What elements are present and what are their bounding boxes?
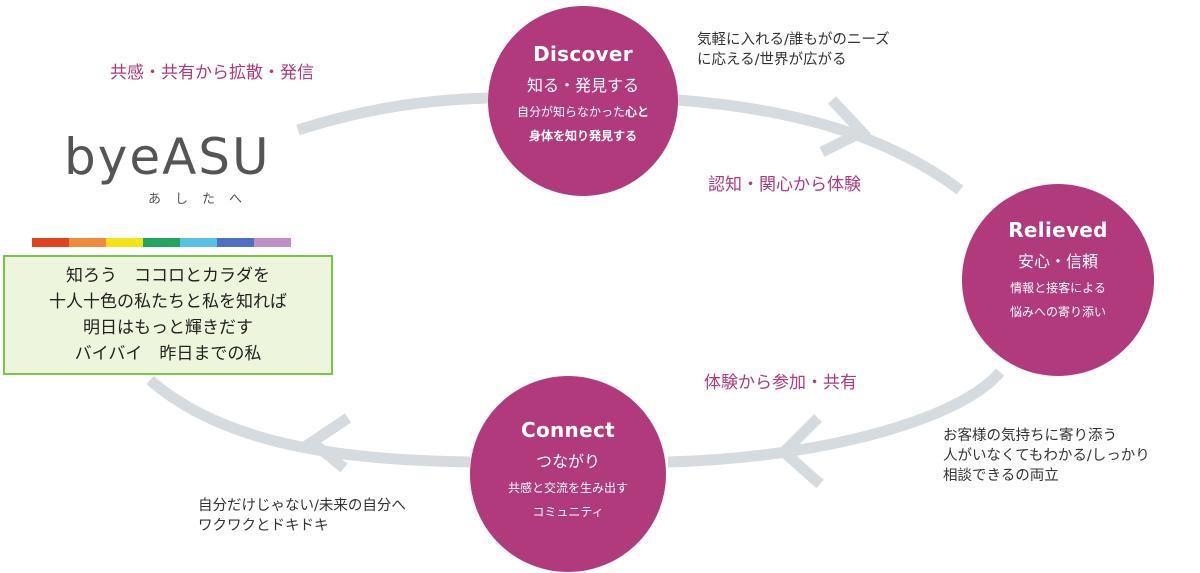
arrow-relieved-to-connect [667,368,1005,468]
message-line: 明日はもっと輝きだす [83,318,253,338]
logo-subtitle: あしたへ [148,192,257,207]
rainbow-segment [254,238,291,247]
discover-desc-plain: 自分が知らなかった [516,105,625,119]
relieved-desc-line: 情報と接客による [1010,281,1106,295]
transition-label-share: 共感・共有から拡散・発信 [110,63,314,83]
connect-desc-line: コミュニティ [532,505,604,519]
relieved-desc-line: 悩みへの寄り添い [1009,305,1106,319]
note-relieved: お客様の気持ちに寄り添う 人がいなくてもわかる/しっかり 相談できるの両立 [943,426,1150,486]
connect-title: Connect [521,418,615,442]
note-line: お客様の気持ちに寄り添う [943,428,1117,444]
arrow-discover-to-relieved [677,94,964,195]
note-discover: 気軽に入れる/誰もがのニーズ に応える/世界が広がる [697,30,890,70]
discover-circle: Discover 知る・発見する 自分が知らなかった心と 身体を知り発見する [488,6,678,196]
discover-description: 自分が知らなかった心と 身体を知り発見する [488,100,678,148]
relieved-description: 情報と接客による 悩みへの寄り添い [962,276,1154,324]
connect-description: 共感と交流を生み出す コミュニティ [470,476,666,524]
connect-circle: Connect つながり 共感と交流を生み出す コミュニティ [470,376,666,572]
arrow-head-left [302,413,352,473]
note-line: 気軽に入れる/誰もがのニーズ [697,32,890,48]
relieved-title: Relieved [1008,218,1108,242]
note-line: 自分だけじゃない/未来の自分へ [198,498,406,514]
discover-title: Discover [533,42,633,66]
rainbow-segment [32,238,69,247]
rainbow-bar [32,238,291,247]
note-line: 相談できるの両立 [943,468,1059,484]
connect-subtitle: つながり [535,452,600,471]
arrow-head-right [819,96,872,157]
logo-wordmark: byeASU [64,128,271,186]
message-box: 知ろう ココロとカラダを 十人十色の私たちと私を知れば 明日はもっと輝きだす バ… [3,255,333,375]
discover-subtitle: 知る・発見する [526,76,639,95]
arrow-head-bottom [775,414,824,489]
note-line: に応える/世界が広がる [697,52,847,68]
message-line: バイバイ 昨日までの私 [74,344,262,364]
note-line: ワクワクとドキドキ [198,518,329,534]
connect-desc-line: 共感と交流を生み出す [507,481,628,495]
relieved-circle: Relieved 安心・信頼 情報と接客による 悩みへの寄り添い [962,184,1154,376]
discover-desc-bold: 心と [625,105,650,119]
note-line: 人がいなくてもわかる/しっかり [943,448,1150,464]
rainbow-segment [217,238,254,247]
transition-label-participate: 体験から参加・共有 [704,373,857,393]
message-line: 知ろう ココロとカラダを [66,266,270,286]
discover-desc-line2: 身体を知り発見する [528,129,637,143]
message-line: 十人十色の私たちと私を知れば [49,292,287,312]
rainbow-segment [106,238,143,247]
rainbow-segment [180,238,217,247]
relieved-subtitle: 安心・信頼 [1017,252,1098,271]
rainbow-segment [69,238,106,247]
transition-label-experience: 認知・関心から体験 [708,175,861,195]
arrow-connect-to-logo [146,375,471,468]
rainbow-segment [143,238,180,247]
arrow-logo-to-discover [296,92,489,136]
note-connect: 自分だけじゃない/未来の自分へ ワクワクとドキドキ [198,496,406,536]
